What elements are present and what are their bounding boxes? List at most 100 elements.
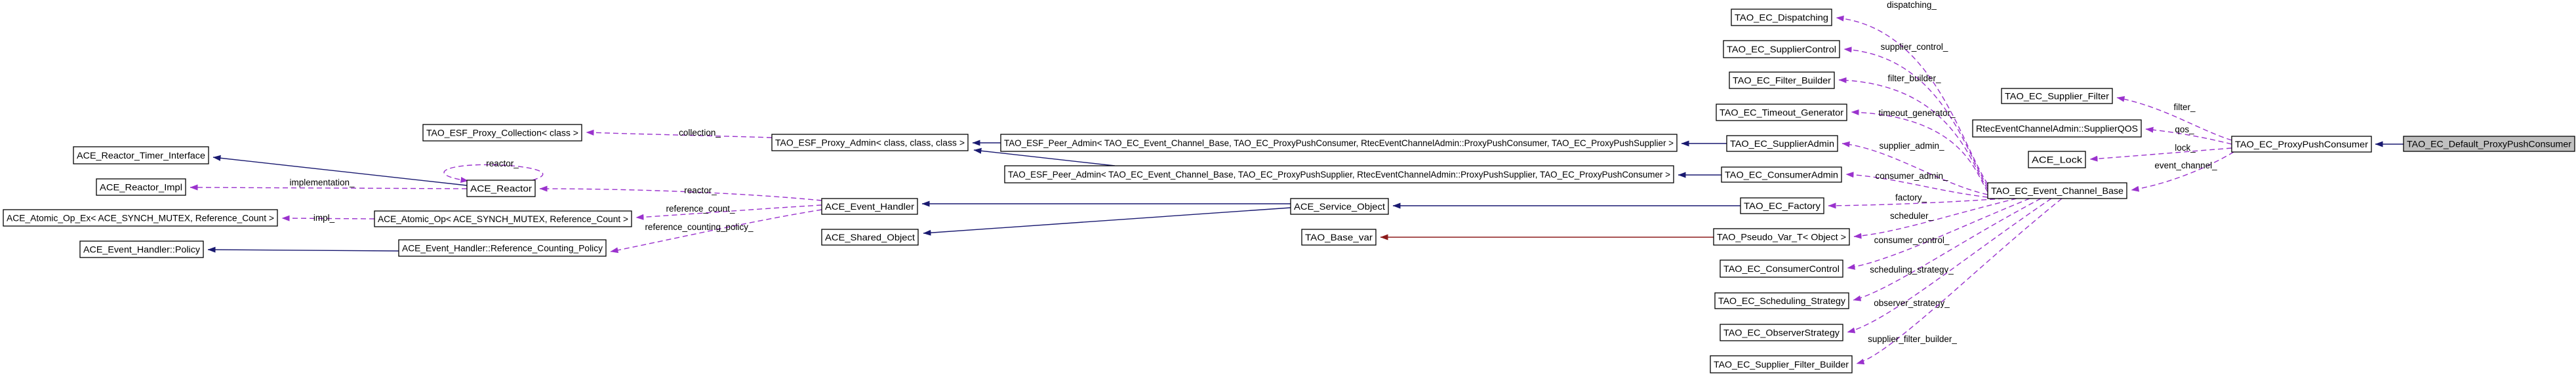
node-label: TAO_EC_Dispatching xyxy=(1735,12,1828,23)
usage-edge-consumer_control xyxy=(1847,198,2030,270)
node-box[interactable] xyxy=(1004,165,1674,183)
node-label: TAO_EC_Supplier_Filter xyxy=(2005,91,2109,102)
node-tao-esf-peer-admin-supplier[interactable]: TAO_ESF_Peer_Admin< TAO_EC_Event_Channel… xyxy=(1004,165,1674,183)
node-tao-esf-proxy-collection[interactable]: TAO_ESF_Proxy_Collection< class > xyxy=(422,124,582,142)
node-box[interactable] xyxy=(821,229,919,246)
node-ace-reactor[interactable]: ACE_Reactor xyxy=(466,180,536,197)
node-box[interactable] xyxy=(1740,197,1824,214)
node-tao-ec-observerstrategy[interactable]: TAO_EC_ObserverStrategy xyxy=(1720,324,1843,341)
node-ace-event-handler-ref-counting-policy[interactable]: ACE_Event_Handler::Reference_Counting_Po… xyxy=(398,239,607,257)
node-box[interactable] xyxy=(96,178,186,196)
node-ace-atomic-op-ex[interactable]: ACE_Atomic_Op_Ex< ACE_SYNCH_MUTEX, Refer… xyxy=(3,209,278,227)
node-tao-esf-proxy-admin[interactable]: TAO_ESF_Proxy_Admin< class, class, class… xyxy=(771,134,969,151)
node-label: TAO_EC_Scheduling_Strategy xyxy=(1718,296,1845,306)
node-box[interactable] xyxy=(3,209,278,227)
node-ace-event-handler-policy[interactable]: ACE_Event_Handler::Policy xyxy=(79,240,204,258)
node-box[interactable] xyxy=(374,210,632,227)
edge-label: consumer_admin_ xyxy=(1875,171,1948,181)
node-label: TAO_EC_SupplierControl xyxy=(1727,44,1836,54)
node-tao-ec-consumeradmin[interactable]: TAO_EC_ConsumerAdmin xyxy=(1721,166,1842,183)
node-box[interactable] xyxy=(1713,228,1850,246)
node-box[interactable] xyxy=(2028,151,2086,168)
node-box[interactable] xyxy=(771,134,969,151)
node-ace-event-handler[interactable]: ACE_Event_Handler xyxy=(821,198,918,215)
node-box[interactable] xyxy=(422,124,582,142)
usage-edge-reactor xyxy=(443,164,544,183)
edge-label: reactor_ xyxy=(486,159,519,168)
node-tao-ec-supplieradmin[interactable]: TAO_EC_SupplierAdmin xyxy=(1726,135,1838,152)
node-box[interactable] xyxy=(821,198,918,215)
node-box[interactable] xyxy=(73,146,209,164)
usage-edge-dispatching xyxy=(1836,15,1988,185)
node-tao-ec-scheduling-strategy[interactable]: TAO_EC_Scheduling_Strategy xyxy=(1714,292,1849,309)
edge-label: reference_counting_policy_ xyxy=(645,222,754,232)
node-ace-atomic-op[interactable]: ACE_Atomic_Op< ACE_SYNCH_MUTEX, Referenc… xyxy=(374,210,632,227)
node-box[interactable] xyxy=(1731,9,1832,26)
edge-label: filter_ xyxy=(2173,102,2196,112)
node-box[interactable] xyxy=(1726,135,1838,152)
node-box[interactable] xyxy=(2231,136,2372,153)
node-label: TAO_EC_Supplier_Filter_Builder xyxy=(1714,359,1849,370)
node-box[interactable] xyxy=(1720,324,1843,341)
node-tao-pseudo-var-t[interactable]: TAO_Pseudo_Var_T< Object > xyxy=(1713,228,1850,246)
node-box[interactable] xyxy=(1710,355,1853,373)
node-box[interactable] xyxy=(466,180,536,197)
node-tao-ec-supplier-filter-builder[interactable]: TAO_EC_Supplier_Filter_Builder xyxy=(1710,355,1853,373)
node-label: ACE_Reactor_Impl xyxy=(100,182,182,193)
node-tao-esf-peer-admin-consumer[interactable]: TAO_ESF_Peer_Admin< TAO_EC_Event_Channel… xyxy=(1000,134,1678,152)
edge-label: qos_ xyxy=(2175,124,2194,134)
usage-edge-supplier_control xyxy=(1843,47,1988,187)
node-box[interactable] xyxy=(1290,198,1389,215)
node-box[interactable] xyxy=(1729,71,1835,89)
node-box[interactable] xyxy=(79,240,204,258)
node-tao-ec-proxypushconsumer[interactable]: TAO_EC_ProxyPushConsumer xyxy=(2231,136,2372,153)
node-label: ACE_Reactor_Timer_Interface xyxy=(77,150,205,161)
node-box[interactable] xyxy=(1720,259,1843,278)
inheritance-edge xyxy=(212,155,468,186)
node-label: TAO_EC_ProxyPushConsumer xyxy=(2235,139,2368,149)
edge-label: scheduler_ xyxy=(1890,211,1934,221)
node-label: TAO_EC_Event_Channel_Base xyxy=(1991,185,2123,196)
edge-label: timeout_generator_ xyxy=(1878,108,1956,118)
node-ace-service-object[interactable]: ACE_Service_Object xyxy=(1290,198,1389,215)
node-label: TAO_ESF_Peer_Admin< TAO_EC_Event_Channel… xyxy=(1004,138,1674,148)
node-tao-ec-suppliercontrol[interactable]: TAO_EC_SupplierControl xyxy=(1723,40,1840,58)
node-label: ACE_Shared_Object xyxy=(825,232,915,242)
node-ace-reactor-impl[interactable]: ACE_Reactor_Impl xyxy=(96,178,186,196)
node-label: TAO_EC_Timeout_Generator xyxy=(1720,107,1843,118)
usage-edge-collection xyxy=(586,129,773,138)
edge-label: lock_ xyxy=(2175,143,2196,153)
edge-label: reference_count_ xyxy=(666,204,735,214)
node-box[interactable] xyxy=(1987,182,2127,199)
node-box[interactable] xyxy=(1716,104,1847,121)
node-box[interactable] xyxy=(1000,134,1678,152)
usage-edge-filter_builder xyxy=(1838,77,1988,190)
node-tao-ec-supplier-filter[interactable]: TAO_EC_Supplier_Filter xyxy=(2001,88,2113,104)
node-box[interactable] xyxy=(398,239,607,257)
node-tao-ec-factory[interactable]: TAO_EC_Factory xyxy=(1740,197,1824,214)
usage-edge-event_channel xyxy=(2131,151,2234,192)
node-rtec-supplierqos[interactable]: RtecEventChannelAdmin::SupplierQOS xyxy=(1972,119,2142,138)
edge-label: collection_ xyxy=(679,128,721,138)
node-tao-ec-default-proxypushconsumer[interactable]: TAO_EC_Default_ProxyPushConsumer xyxy=(2403,136,2575,152)
node-box[interactable] xyxy=(1301,229,1377,246)
node-box-highlighted[interactable] xyxy=(2403,136,2575,152)
usage-edge-reference_count xyxy=(635,204,822,220)
node-box[interactable] xyxy=(2001,88,2113,104)
node-box[interactable] xyxy=(1972,119,2142,138)
node-tao-ec-event-channel-base[interactable]: TAO_EC_Event_Channel_Base xyxy=(1987,182,2127,199)
edge-label: reactor_ xyxy=(684,185,717,195)
node-tao-ec-consumercontrol[interactable]: TAO_EC_ConsumerControl xyxy=(1720,259,1843,278)
node-ace-shared-object[interactable]: ACE_Shared_Object xyxy=(821,229,919,246)
node-ace-reactor-timer-interface[interactable]: ACE_Reactor_Timer_Interface xyxy=(73,146,209,164)
node-ace-lock[interactable]: ACE_Lock xyxy=(2028,151,2086,168)
edge-label: factory_ xyxy=(1895,193,1927,202)
node-tao-ec-timeout-generator[interactable]: TAO_EC_Timeout_Generator xyxy=(1716,104,1847,121)
node-tao-ec-dispatching[interactable]: TAO_EC_Dispatching xyxy=(1731,9,1832,26)
usage-edge-impl xyxy=(281,215,375,221)
node-box[interactable] xyxy=(1723,40,1840,58)
node-box[interactable] xyxy=(1721,166,1842,183)
node-box[interactable] xyxy=(1714,292,1849,309)
node-tao-ec-filter-builder[interactable]: TAO_EC_Filter_Builder xyxy=(1729,71,1835,89)
node-tao-base-var[interactable]: TAO_Base_var xyxy=(1301,229,1377,246)
